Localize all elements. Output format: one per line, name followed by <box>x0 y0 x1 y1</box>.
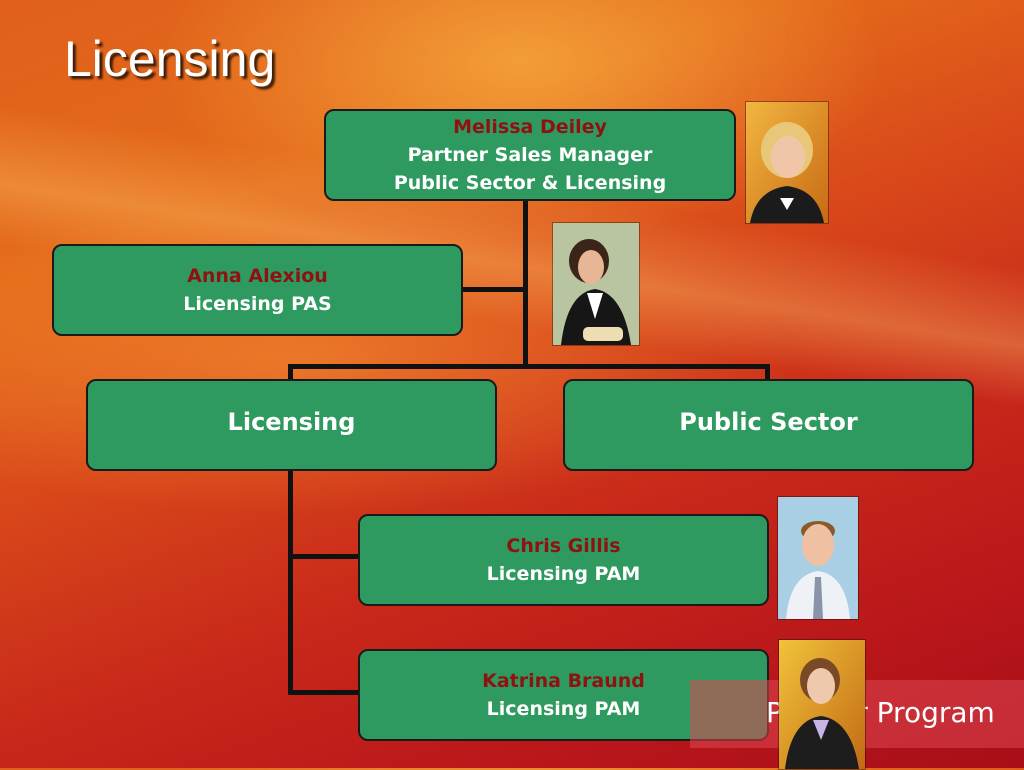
connector-groups-bar <box>288 364 770 369</box>
group-label-public-sector: Public Sector <box>679 408 858 436</box>
head-box: Melissa Deiley Partner Sales Manager Pub… <box>324 109 736 201</box>
connector-assistant <box>460 287 528 292</box>
connector-licensing-trunk <box>288 468 293 694</box>
slide-title: Licensing <box>64 31 276 87</box>
member-box-chris-gillis: Chris Gillis Licensing PAM <box>358 514 769 606</box>
assistant-role: Licensing PAS <box>183 293 332 315</box>
connector-public-sector-drop <box>765 364 770 382</box>
head-role-line1: Partner Sales Manager <box>407 144 653 166</box>
head-name: Melissa Deiley <box>453 116 607 138</box>
assistant-photo <box>552 222 640 346</box>
member-name: Katrina Braund <box>482 670 645 692</box>
assistant-name: Anna Alexiou <box>187 265 328 287</box>
assistant-box: Anna Alexiou Licensing PAS <box>52 244 463 336</box>
group-label-licensing: Licensing <box>227 408 356 436</box>
member-photo-chris-gillis <box>777 496 859 620</box>
connector-head-trunk <box>523 198 528 368</box>
connector-licensing-drop <box>288 364 293 382</box>
member-role: Licensing PAM <box>486 698 641 720</box>
group-box-public-sector: Public Sector <box>563 379 974 471</box>
member-photo-katrina-braund <box>778 639 866 770</box>
connector-member-2 <box>288 690 360 695</box>
head-role-line2: Public Sector & Licensing <box>393 172 667 194</box>
group-box-licensing: Licensing <box>86 379 497 471</box>
member-name: Chris Gillis <box>506 535 621 557</box>
head-photo <box>745 101 829 224</box>
member-role: Licensing PAM <box>486 563 641 585</box>
connector-member-1 <box>288 554 360 559</box>
